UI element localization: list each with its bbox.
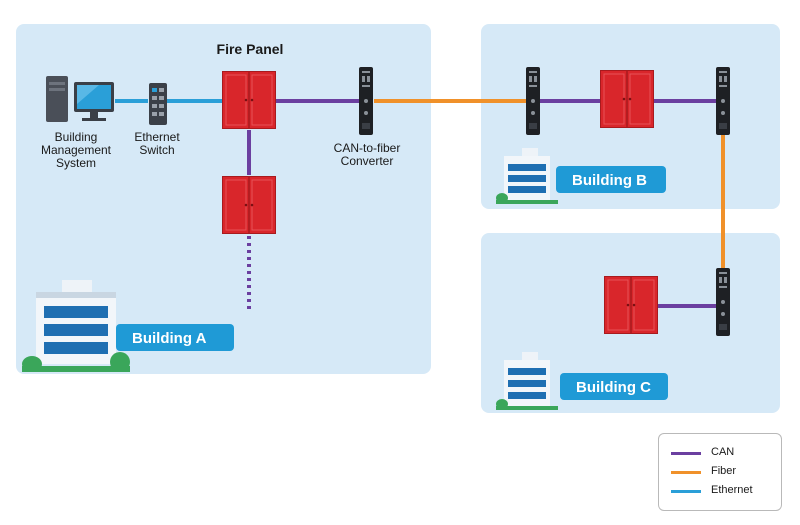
building-b-tag: Building B xyxy=(556,166,666,193)
converter-b-left xyxy=(526,67,540,135)
fire-panel-c xyxy=(604,276,658,334)
fire-panel-label: Fire Panel xyxy=(216,41,284,57)
legend-item-ethernet: Ethernet xyxy=(671,484,776,498)
bms-label: Building Management System xyxy=(28,131,124,170)
bms-label-line-3: System xyxy=(55,156,96,170)
switch-label: Ethernet Switch xyxy=(124,131,190,157)
legend: CAN Fiber Ethernet xyxy=(658,433,782,511)
converter-label: CAN-to-fiber Converter xyxy=(320,142,414,168)
fire-panel-a-secondary xyxy=(222,176,276,234)
switch-label-line-1: Ethernet xyxy=(134,130,180,144)
legend-swatch-fiber xyxy=(671,471,701,474)
legend-swatch-can xyxy=(671,452,701,455)
legend-label-can: CAN xyxy=(711,446,735,458)
legend-swatch-ethernet xyxy=(671,490,701,493)
converter-label-line-2: Converter xyxy=(340,154,394,168)
building-a-tag: Building A xyxy=(116,324,234,351)
legend-label-ethernet: Ethernet xyxy=(711,484,753,496)
converter-label-line-1: CAN-to-fiber xyxy=(333,141,401,155)
building-c-icon xyxy=(496,352,558,410)
building-c-tag: Building C xyxy=(560,373,668,400)
ethernet-switch-icon xyxy=(149,83,167,125)
legend-label-fiber: Fiber xyxy=(711,465,737,477)
bms-label-line-1: Building xyxy=(54,130,98,144)
switch-label-line-2: Switch xyxy=(139,143,175,157)
bms-label-line-2: Management xyxy=(40,143,112,157)
legend-item-fiber: Fiber xyxy=(671,465,776,479)
workstation-icon xyxy=(46,76,114,122)
legend-item-can: CAN xyxy=(671,446,776,460)
fire-panel-a-main xyxy=(222,71,276,129)
converter-c xyxy=(716,268,730,336)
building-b-icon xyxy=(496,148,558,204)
converter-a xyxy=(359,67,373,135)
converter-b-right xyxy=(716,67,730,135)
fire-panel-b xyxy=(600,70,654,128)
building-a-icon xyxy=(22,280,130,372)
